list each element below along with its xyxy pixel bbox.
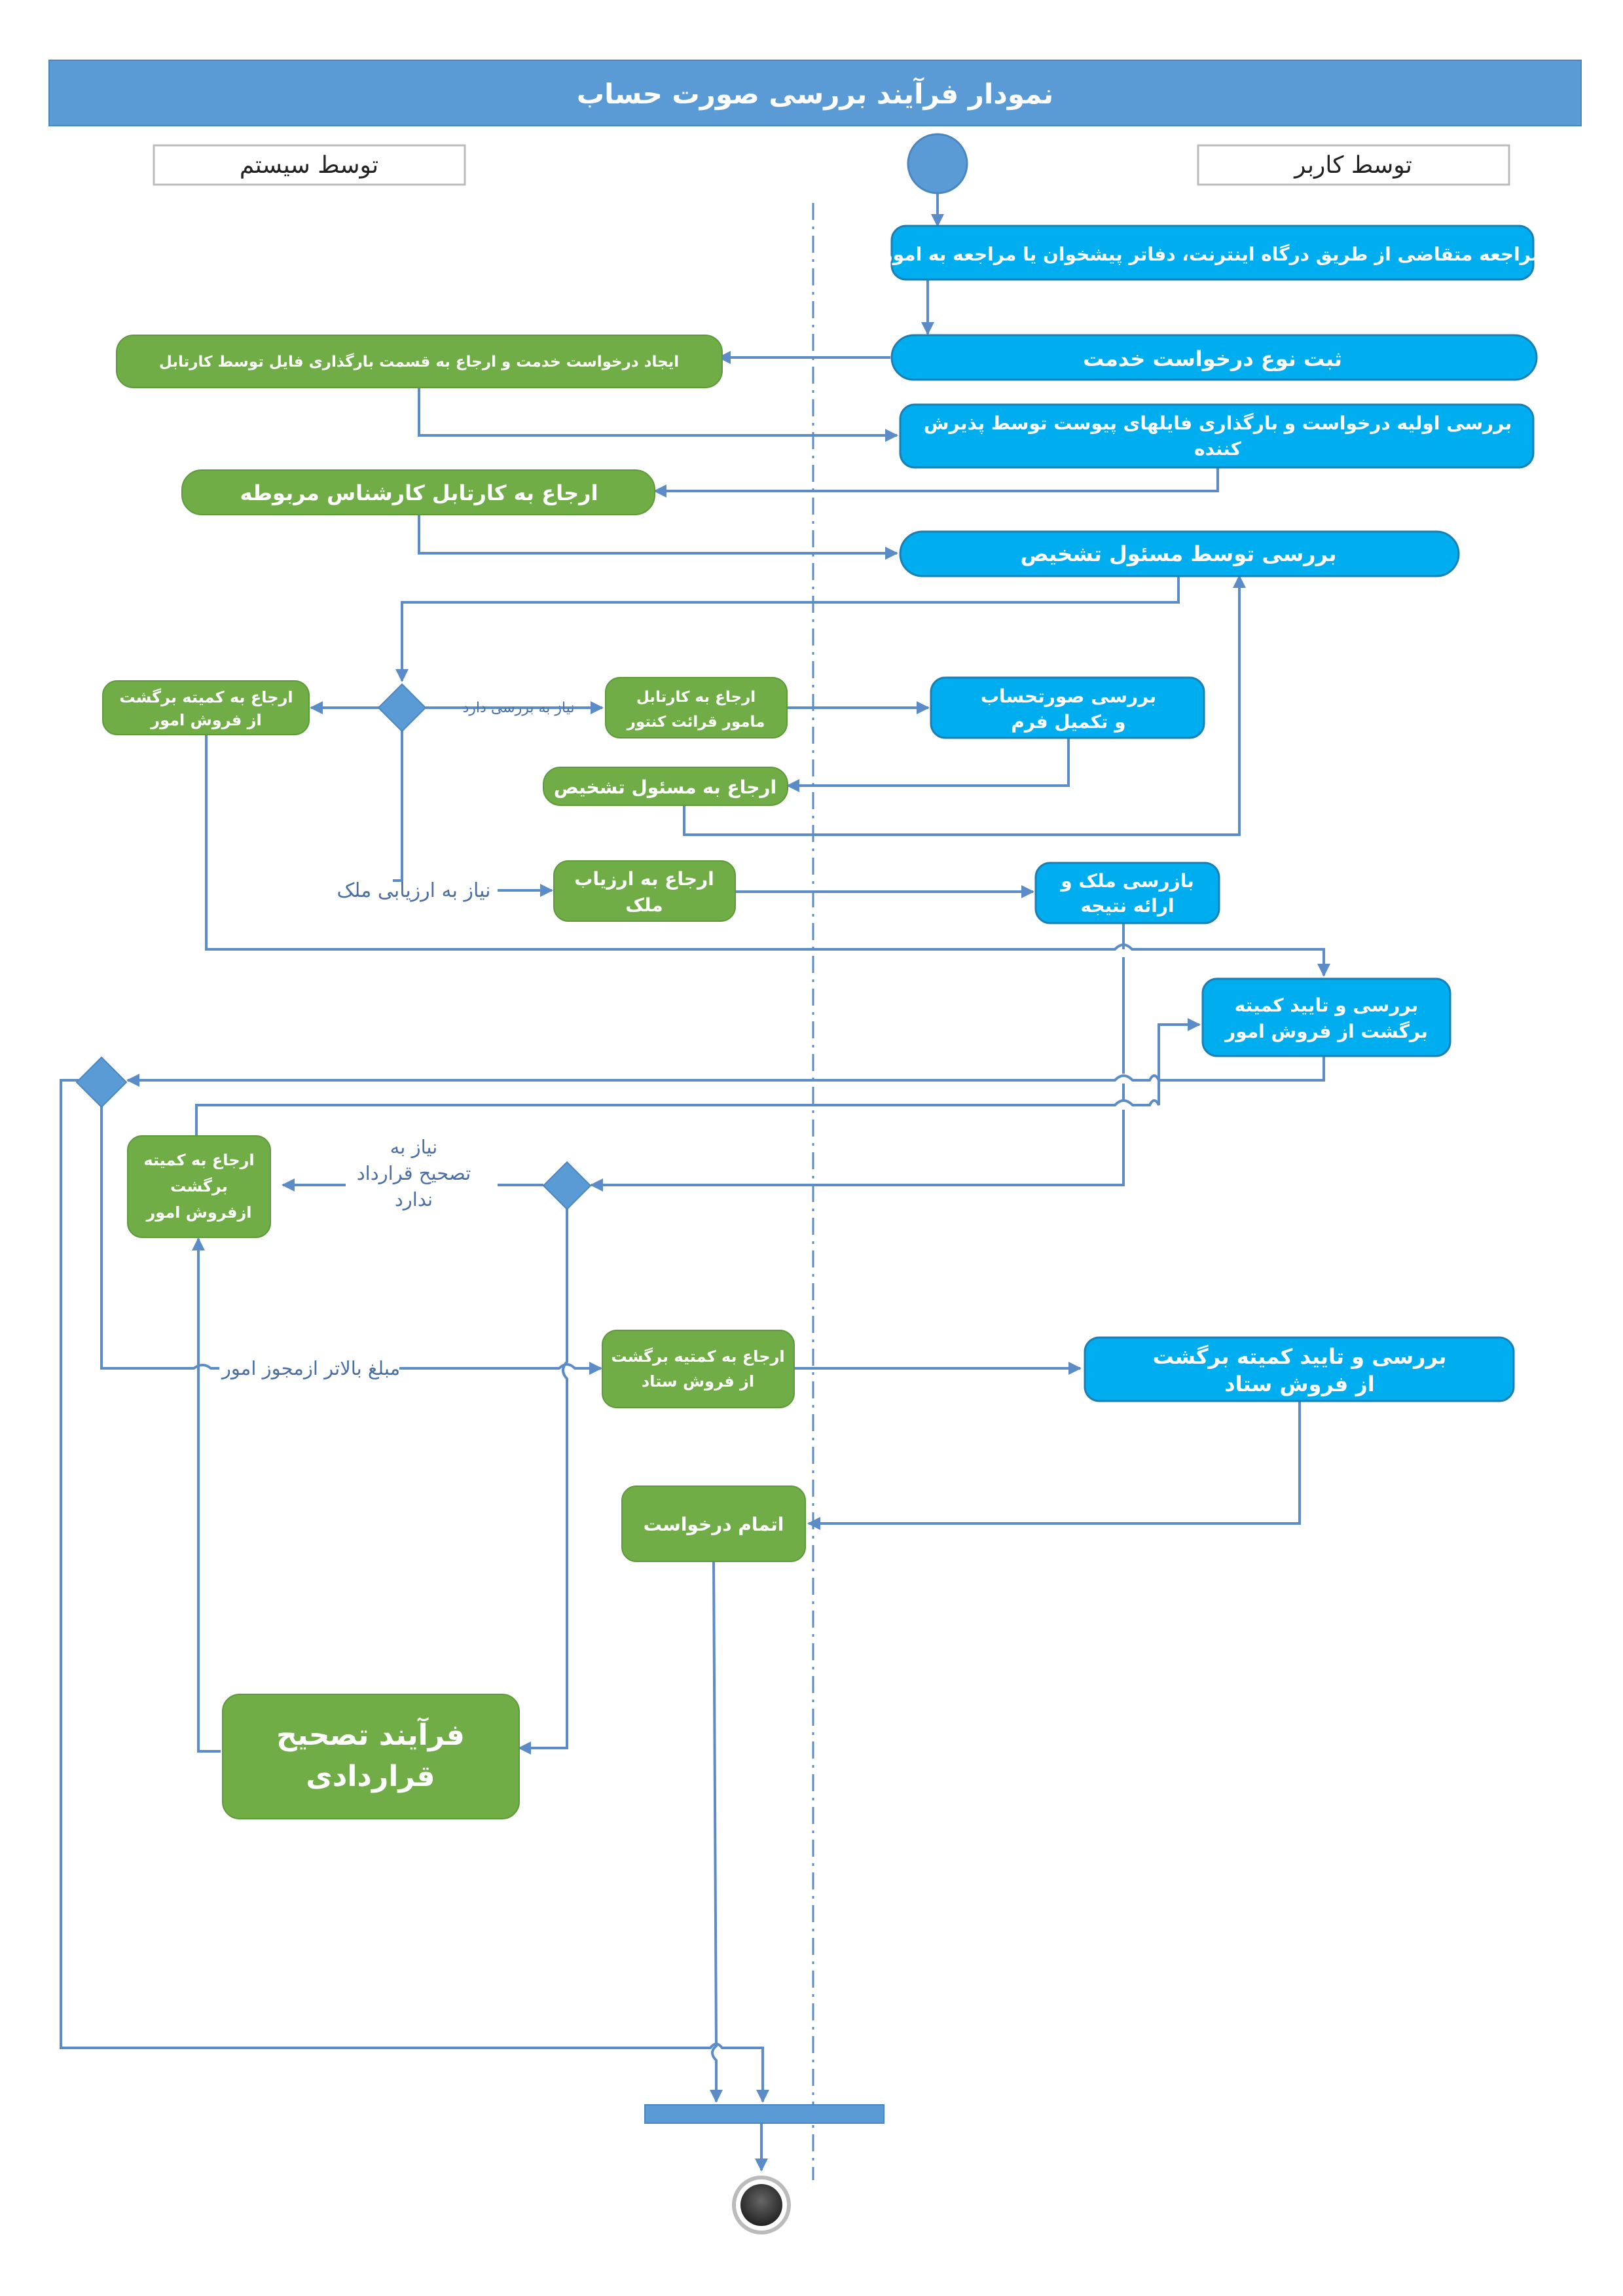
action-inspect-label-1: بازرسی ملک و bbox=[1059, 870, 1194, 892]
action-refer-expert bbox=[181, 469, 655, 515]
label-no-contract-fix-2: تصحیح قرارداد bbox=[357, 1162, 471, 1184]
action-refer-appraiser-label-2: ملک bbox=[625, 894, 663, 916]
action-contract-fix-label-1: فرآیند تصحیح bbox=[276, 1717, 465, 1752]
edge-decision3-join bbox=[60, 1079, 769, 2103]
action-refer-expert-label: ارجاع به کارتابل کارشناس مربوطه bbox=[240, 481, 598, 505]
action-bill-review-label-1: بررسی صورتحساب bbox=[981, 685, 1156, 707]
action-create-request-label: ایجاد درخواست خدمت و ارجاع به قسمت بارگذ… bbox=[159, 353, 679, 371]
label-no-contract-fix-1: نیاز به bbox=[390, 1136, 438, 1158]
action-initial-review-label-2: کننده bbox=[1194, 438, 1242, 460]
decision-contract-fix bbox=[542, 1161, 592, 1211]
label-amount-above: مبلغ بالاتر ازمجوز امور bbox=[221, 1357, 400, 1379]
action-diagnosis-review-label: بررسی توسط مسئول تشخیص bbox=[1020, 541, 1336, 566]
action-refer-appraiser-label-1: ارجاع به ارزیاب bbox=[574, 868, 714, 890]
action-refer-committee-label-1: ارجاع به کمیته برگشت bbox=[119, 688, 293, 706]
action-register-type bbox=[890, 334, 1538, 381]
action-refer-committee-office-label-1: ارجاع به کمیته bbox=[143, 1151, 254, 1169]
action-inspect-label-2: ارائه نتیجه bbox=[1080, 895, 1174, 917]
action-inspect bbox=[1034, 862, 1220, 924]
decision-review-type bbox=[377, 683, 427, 733]
edge-decision2-contractfix bbox=[518, 1208, 568, 1755]
action-refer-committee-office bbox=[127, 1135, 271, 1238]
edge-approveoffice-decision3 bbox=[126, 1054, 1325, 1087]
action-complete bbox=[621, 1485, 806, 1562]
action-refer-appraiser bbox=[553, 860, 736, 922]
edge-create-initialreview bbox=[418, 386, 898, 442]
action-refer-hq-label-2: از فروش ستاد bbox=[642, 1372, 754, 1391]
action-visit-label: مراجعه متقاضی از طریق درگاه اینترنت، دفا… bbox=[881, 244, 1543, 265]
action-approve-hq-label-2: از فروش ستاد bbox=[1224, 1372, 1375, 1396]
action-approve-office-label-1: بررسی و تایید کمیته bbox=[1235, 994, 1419, 1016]
action-refer-diagnosis-label: ارجاع به مسئول تشخیص bbox=[554, 776, 776, 798]
edge-bill-refer bbox=[786, 737, 1070, 792]
action-refer-meter-label-2: مامور قرائت کنتور bbox=[627, 714, 765, 731]
label-needs-appraisal: نیاز به ارزیابی ملک bbox=[337, 879, 490, 902]
title-bar bbox=[48, 60, 1582, 126]
action-refer-diagnosis bbox=[543, 767, 788, 806]
action-contract-fix-label-2: قراردادی bbox=[306, 1760, 435, 1793]
lane-system-label: توسط سیستم bbox=[240, 152, 378, 179]
edge-complete-join bbox=[710, 1561, 723, 2103]
edge-contractfix-committeeoffice bbox=[192, 1237, 221, 1753]
action-register-type-label: ثبت نوع درخواست خدمت bbox=[1083, 346, 1342, 371]
action-visit bbox=[890, 225, 1535, 281]
action-contract-fix bbox=[222, 1694, 520, 1819]
action-refer-committee-label-2: از فروش امور bbox=[150, 711, 261, 729]
action-approve-hq-label-1: بررسی و تایید کمیته برگشت bbox=[1153, 1344, 1447, 1369]
action-complete-label: اتمام درخواست bbox=[644, 1514, 784, 1535]
edge-approvehq-complete bbox=[807, 1401, 1301, 1530]
action-approve-office bbox=[1201, 977, 1451, 1057]
edge-diagnosis-decision1 bbox=[395, 576, 1180, 682]
end-node bbox=[740, 2184, 782, 2226]
action-refer-meter bbox=[605, 677, 788, 738]
action-refer-committee-office-label-3: ازفروش امور bbox=[145, 1203, 251, 1222]
start-node bbox=[907, 133, 968, 194]
action-refer-committee bbox=[102, 680, 310, 735]
edge-loop-approveoffice bbox=[195, 1018, 1201, 1136]
edge-expert-diagnosis bbox=[418, 511, 898, 560]
edge-decision1-appraisal bbox=[393, 730, 552, 890]
action-refer-hq-label-1: ارجاع به کمتیه برگشت bbox=[611, 1347, 784, 1366]
edge-refer-diagnosis-loop bbox=[683, 575, 1246, 836]
action-approve-hq bbox=[1084, 1336, 1515, 1402]
action-refer-meter-label-1: ارجاع به کارتابل bbox=[636, 689, 756, 706]
join-bar bbox=[644, 2104, 884, 2124]
action-diagnosis-review bbox=[899, 530, 1460, 577]
decision-approval-result bbox=[75, 1056, 128, 1108]
edge-initialreview-expert bbox=[653, 466, 1219, 498]
edge-decision3-refer-hq bbox=[100, 1106, 601, 1368]
label-needs-review: نیاز به بررسی دارد bbox=[463, 700, 575, 716]
action-approve-office-label-2: برگشت از فروش امور bbox=[1224, 1021, 1428, 1042]
action-bill-review-label-2: و تکمیل فرم bbox=[1011, 711, 1125, 733]
lane-user-box bbox=[1197, 144, 1510, 186]
action-refer-committee-office-label-2: برگشت bbox=[170, 1177, 228, 1195]
edge-committee-approveoffice bbox=[205, 720, 1330, 977]
label-no-contract-fix-3: ندارد bbox=[395, 1188, 433, 1211]
edges bbox=[60, 193, 1330, 2172]
action-create-request bbox=[116, 335, 723, 388]
action-initial-review-label-1: بررسی اولیه درخواست و بارگذاری فایلهای پ… bbox=[924, 412, 1512, 434]
lane-user-label: توسط کاربر bbox=[1293, 152, 1412, 179]
diagram-title: نمودار فرآیند بررسی صورت حساب bbox=[577, 77, 1053, 111]
action-initial-review bbox=[899, 403, 1535, 469]
lane-system-box bbox=[153, 144, 466, 186]
action-refer-hq bbox=[602, 1330, 795, 1408]
action-bill-review bbox=[930, 676, 1205, 739]
edge-inspect-decision2 bbox=[591, 922, 1125, 1185]
